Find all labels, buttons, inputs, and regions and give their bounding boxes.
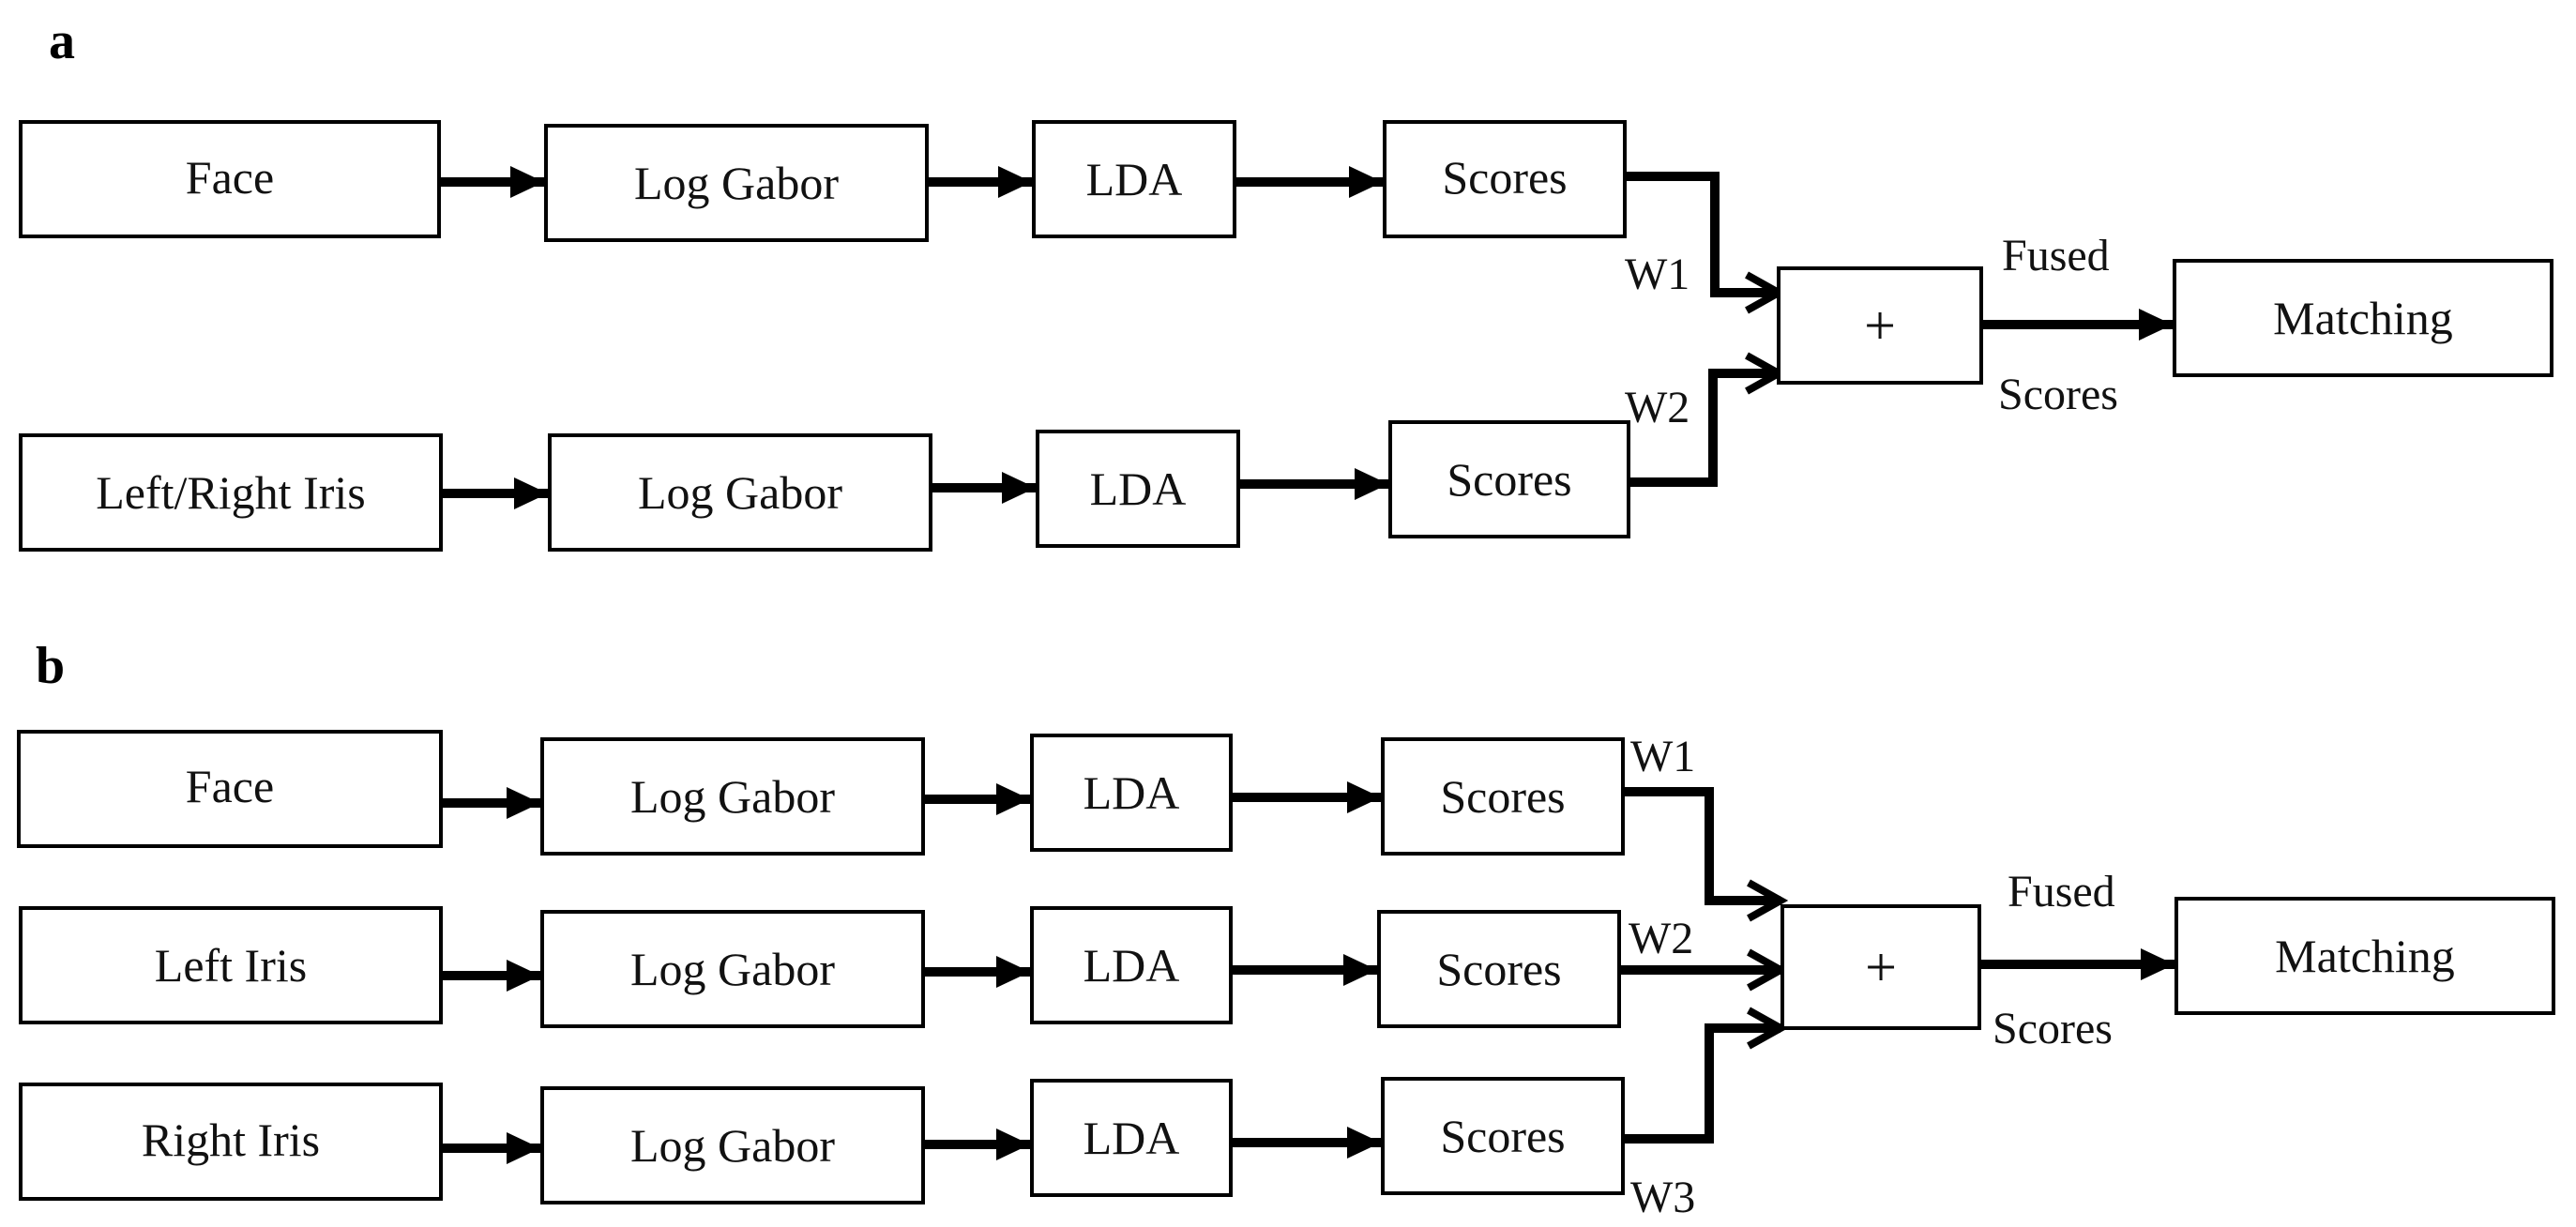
panel-b-weight-w3: W3 (1630, 1173, 1695, 1222)
panel-b: b Face Log Gabor LDA Scores W1 (17, 637, 2555, 1222)
panel-a-label: a (49, 12, 75, 70)
panel-b-row3-fusion-connector (1623, 1007, 1789, 1144)
svg-text:Face: Face (186, 151, 274, 204)
panel-b-fusion-box: + (1780, 904, 1981, 1030)
svg-text:Scores: Scores (1440, 770, 1565, 823)
panel-b-row1-fusion-connector (1623, 787, 1789, 922)
svg-text:Log Gabor: Log Gabor (638, 466, 842, 519)
panel-b-row1-scores-box: Scores (1381, 737, 1625, 856)
panel-a-fused-label: Fused (2002, 231, 2110, 280)
svg-text:Left Iris: Left Iris (155, 939, 307, 992)
panel-a-matching-box: Matching (2173, 259, 2553, 377)
svg-text:Left/Right Iris: Left/Right Iris (96, 466, 365, 519)
svg-text:Log Gabor: Log Gabor (630, 1119, 835, 1172)
panel-b-row3-input-box: Right Iris (19, 1083, 443, 1201)
panel-b-row1-log-gabor-box: Log Gabor (540, 737, 925, 856)
panel-a-scores-label: Scores (1998, 370, 2118, 419)
panel-a-row1-input-box: Face (19, 120, 441, 238)
panel-b-row2-scores-box: Scores (1377, 910, 1621, 1028)
panel-a-row2-scores-box: Scores (1388, 420, 1630, 538)
panel-a-row2-log-gabor-box: Log Gabor (548, 433, 932, 552)
panel-b-fused-label: Fused (2008, 867, 2115, 916)
svg-text:Matching: Matching (2273, 292, 2453, 344)
panel-a-row-face: Face Log Gabor LDA Scores W1 (19, 120, 1787, 314)
panel-b-label: b (36, 637, 65, 695)
svg-text:Log Gabor: Log Gabor (630, 770, 835, 823)
panel-b-row1-lda-box: LDA (1030, 734, 1233, 852)
panel-a-fusion-box: + (1777, 266, 1983, 385)
svg-text:Scores: Scores (1440, 1110, 1565, 1162)
panel-b-weight-w2: W2 (1629, 914, 1693, 963)
panel-b-row3-scores-box: Scores (1381, 1077, 1625, 1195)
panel-a-row2-input-box: Left/Right Iris (19, 433, 443, 552)
svg-text:LDA: LDA (1083, 1112, 1180, 1164)
svg-text:LDA: LDA (1086, 153, 1183, 205)
svg-text:LDA: LDA (1090, 462, 1187, 515)
svg-text:LDA: LDA (1083, 939, 1180, 992)
panel-b-row2-log-gabor-box: Log Gabor (540, 910, 925, 1028)
svg-text:LDA: LDA (1083, 766, 1180, 819)
svg-text:+: + (1864, 295, 1896, 356)
svg-text:Scores: Scores (1447, 453, 1571, 506)
svg-text:Log Gabor: Log Gabor (634, 157, 839, 209)
panel-a-row-iris: Left/Right Iris Log Gabor LDA Scores W2 (19, 352, 1787, 552)
panel-b-row2-input-box: Left Iris (19, 906, 443, 1024)
panel-b-row-left-iris: Left Iris Log Gabor LDA Scores W2 (19, 906, 1789, 1028)
svg-text:Scores: Scores (1442, 151, 1567, 204)
panel-a-row1-lda-box: LDA (1032, 120, 1236, 238)
panel-b-row-face: Face Log Gabor LDA Scores W1 (17, 730, 1789, 922)
panel-a-row1-fusion-connector (1625, 172, 1787, 314)
panel-b-row2-lda-box: LDA (1030, 906, 1233, 1024)
panel-b-row-right-iris: Right Iris Log Gabor LDA Scores W3 (19, 1007, 1789, 1222)
svg-text:Right Iris: Right Iris (142, 1113, 320, 1166)
panel-a-row2-lda-box: LDA (1036, 430, 1240, 548)
panel-a-row2-fusion-connector (1629, 352, 1787, 487)
svg-text:Matching: Matching (2275, 930, 2455, 982)
panel-a: a Face Log Gabor LDA Scores W1 (19, 12, 2553, 552)
panel-b-scores-label: Scores (1993, 1004, 2113, 1053)
panel-a-row1-log-gabor-box: Log Gabor (544, 124, 929, 242)
panel-b-row3-log-gabor-box: Log Gabor (540, 1086, 925, 1204)
panel-a-weight-w1: W1 (1625, 250, 1690, 299)
svg-text:Scores: Scores (1436, 943, 1561, 995)
panel-b-weight-w1: W1 (1630, 732, 1695, 781)
panel-b-matching-box: Matching (2174, 897, 2555, 1015)
panel-b-row1-input-box: Face (17, 730, 443, 848)
panel-a-weight-w2: W2 (1625, 383, 1690, 432)
svg-text:+: + (1865, 936, 1897, 998)
panel-a-row1-scores-box: Scores (1383, 120, 1627, 238)
svg-text:Face: Face (186, 760, 274, 812)
panel-b-row3-lda-box: LDA (1030, 1079, 1233, 1197)
svg-text:Log Gabor: Log Gabor (630, 943, 835, 995)
